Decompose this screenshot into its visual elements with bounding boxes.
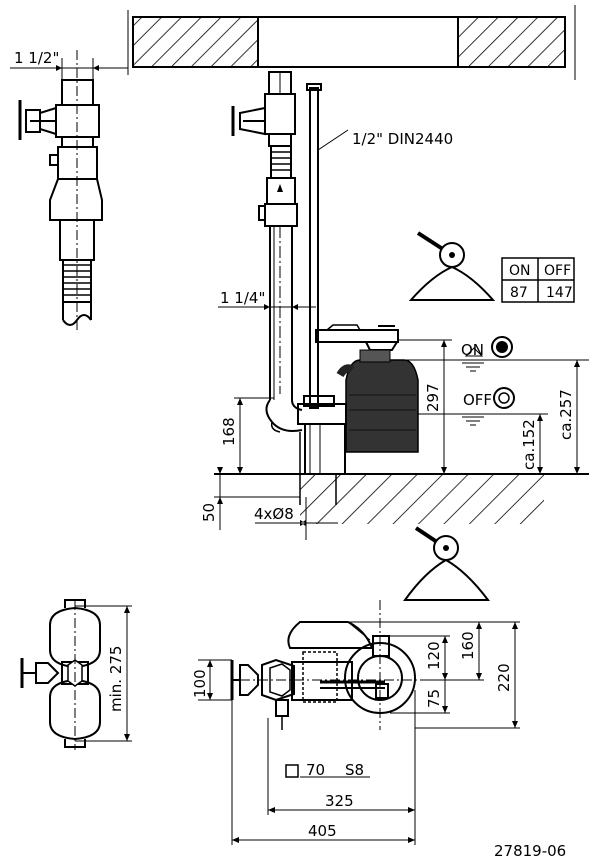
off-level-marker <box>418 387 548 426</box>
hole-label: 4xØ8 <box>254 505 294 523</box>
dim-50: 50 <box>200 503 218 522</box>
on-label: ON <box>461 341 484 359</box>
dim-220: 220 <box>495 663 513 692</box>
switch-table-value-on: 87 <box>510 285 528 301</box>
dim-257: ca.257 <box>557 389 575 440</box>
dim-120: 120 <box>425 641 443 670</box>
pump-body <box>297 324 419 505</box>
pipe-size-label-top: 1 1/2" <box>14 49 59 67</box>
dim-405: 405 <box>308 822 337 840</box>
dim-70: 70 <box>306 761 325 779</box>
dim-lines-elevation <box>217 339 580 540</box>
ceiling <box>127 5 576 80</box>
dim-pipe-mid <box>218 304 316 310</box>
dim-152: ca.152 <box>520 419 538 470</box>
riser-pipe <box>231 71 349 433</box>
dim-160: 160 <box>459 631 477 660</box>
dim-s8: S8 <box>345 761 364 779</box>
dim-275: min. 275 <box>107 646 125 712</box>
dim-168: 168 <box>220 417 238 446</box>
switch-table <box>501 257 575 303</box>
dim-75: 75 <box>425 689 443 708</box>
off-label: OFF <box>463 391 492 409</box>
float-switch-symbol-top <box>408 231 496 301</box>
valve-detail-top-left <box>10 50 128 330</box>
float-switch-symbol-bottom <box>403 526 491 601</box>
switch-table-header-off: OFF <box>544 263 571 279</box>
din-pipe-label: 1/2" DIN2440 <box>352 130 453 148</box>
dim-297: 297 <box>424 383 442 412</box>
switch-table-value-off: 147 <box>546 285 573 301</box>
drawing-number: 27819-06 <box>494 842 566 860</box>
on-level-marker <box>398 336 589 372</box>
plan-view <box>230 600 430 845</box>
switch-table-header-on: ON <box>509 263 531 279</box>
dim-100: 100 <box>191 669 209 698</box>
floor <box>214 473 589 524</box>
dim-325: 325 <box>325 792 354 810</box>
side-view-bottom-left <box>20 599 132 750</box>
pipe-size-label-mid: 1 1/4" <box>220 289 265 307</box>
dim-lines-plan <box>198 621 520 843</box>
